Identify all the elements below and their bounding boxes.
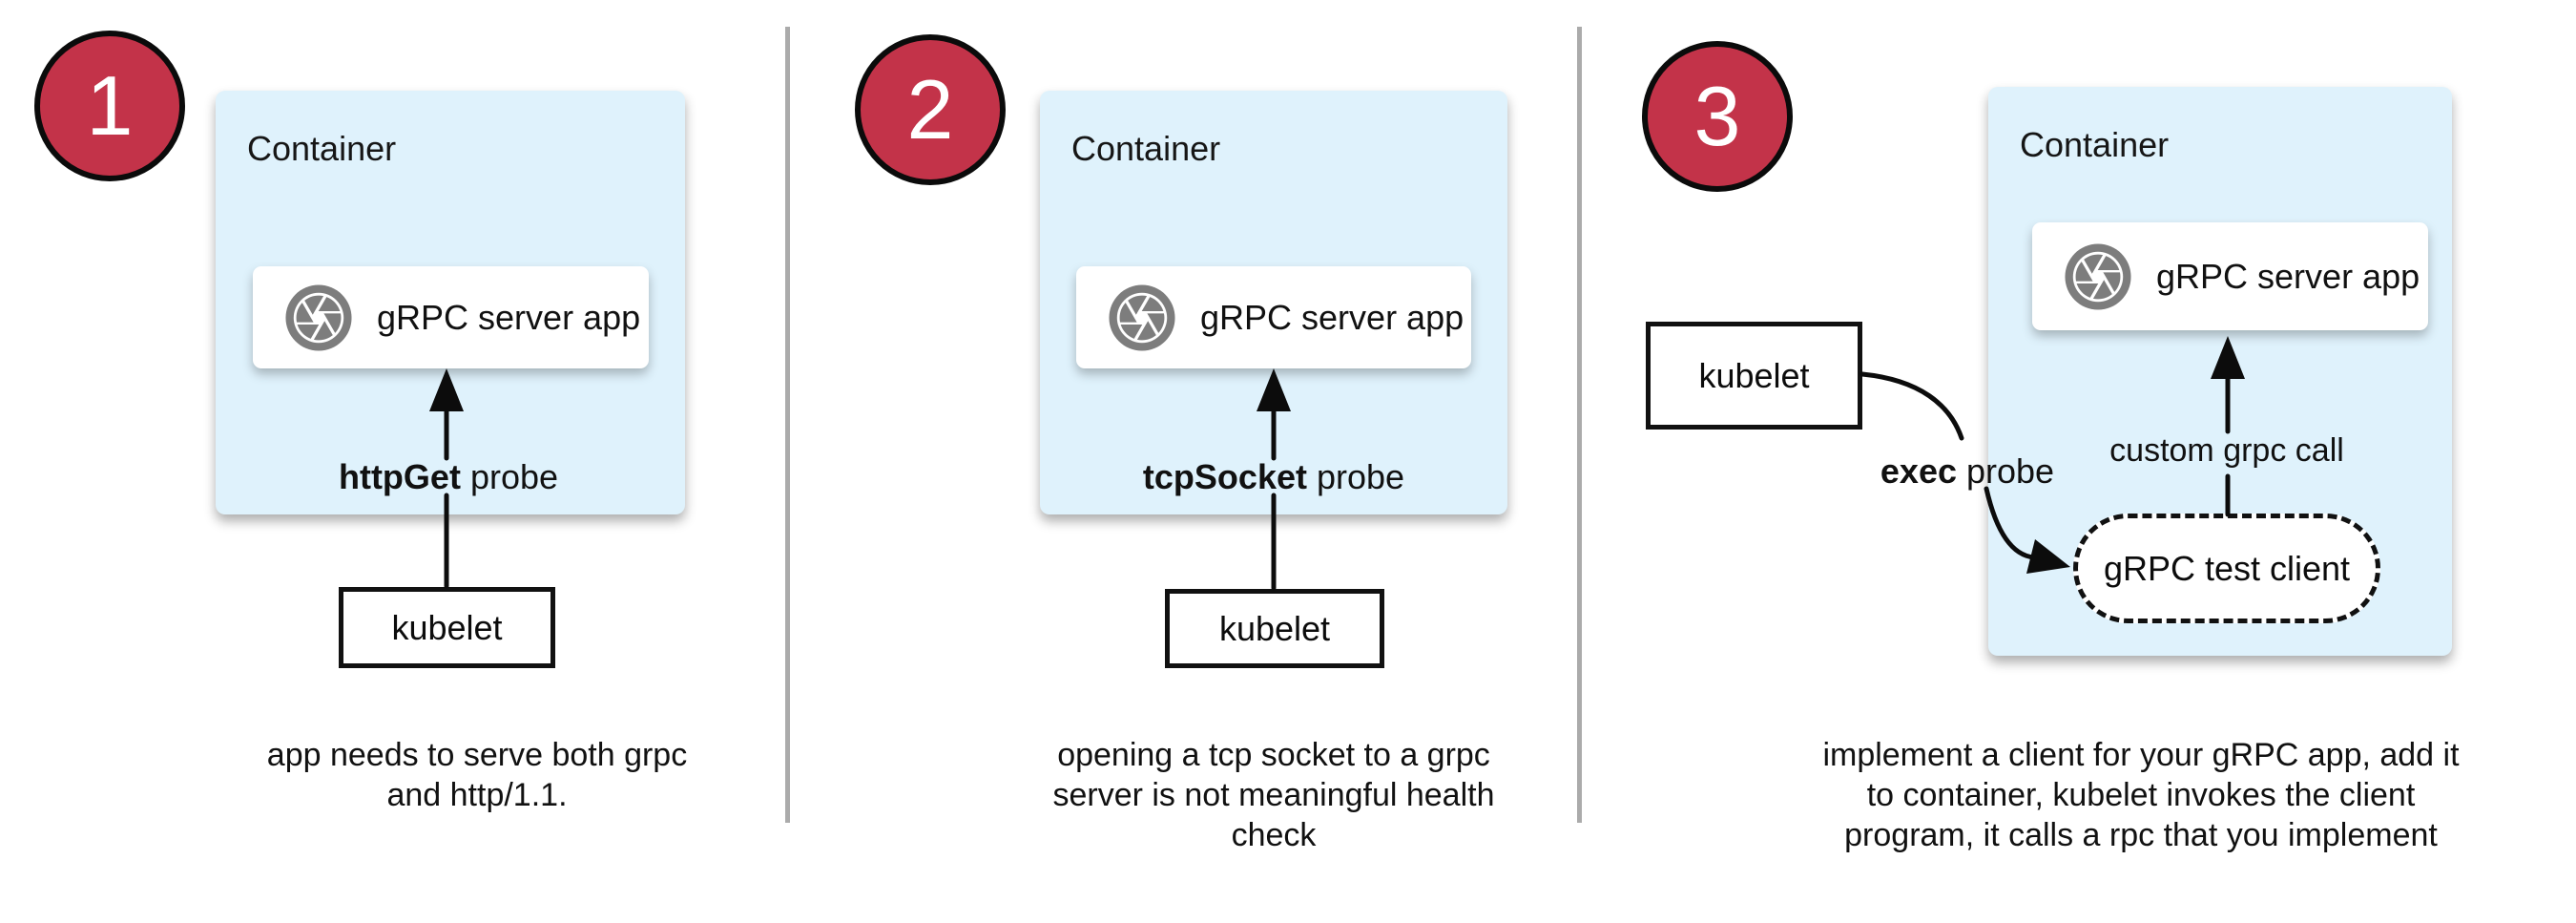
probe-type: httpGet (338, 457, 461, 496)
step-number: 2 (906, 62, 954, 157)
kubelet-box-2: kubelet (1165, 589, 1384, 668)
aperture-icon (1109, 283, 1175, 351)
kubelet-label: kubelet (1698, 355, 1810, 395)
kubelet-label: kubelet (1218, 608, 1331, 648)
grpc-server-app-box-3: gRPC server app (2032, 222, 2428, 330)
step-badge-2: 2 (855, 34, 1006, 185)
probe-word: probe (1306, 457, 1405, 496)
caption-1: app needs to serve both grpc and http/1.… (266, 737, 688, 813)
probe-word: probe (1957, 451, 2055, 491)
probe-label-3: exec probe (1776, 451, 2158, 492)
caption-3: implement a client for your gRPC app, ad… (1822, 737, 2460, 853)
panel-divider (785, 27, 790, 823)
grpc-server-app-label: gRPC server app (377, 297, 641, 337)
probe-label-1: httpGet probe (258, 457, 639, 497)
grpc-server-app-box-1: gRPC server app (253, 266, 649, 368)
step-number: 3 (1693, 69, 1741, 163)
grpc-test-client-label: gRPC test client (2103, 548, 2351, 588)
kubelet-label: kubelet (391, 607, 503, 647)
kubelet-box-3: kubelet (1646, 322, 1862, 430)
container-label: Container (247, 129, 397, 168)
grpc-server-app-label: gRPC server app (1200, 297, 1465, 337)
probe-label-2: tcpSocket probe (1083, 457, 1465, 497)
custom-grpc-call-label: custom grpc call (2109, 432, 2344, 469)
probe-type: tcpSocket (1142, 457, 1307, 496)
container-label: Container (1071, 129, 1221, 168)
grpc-test-client-stadium: gRPC test client (2073, 514, 2380, 623)
step-number: 1 (86, 58, 134, 153)
aperture-icon (2065, 242, 2131, 310)
aperture-icon (285, 283, 352, 351)
grpc-server-app-box-2: gRPC server app (1076, 266, 1471, 368)
grpc-server-app-label: gRPC server app (2156, 256, 2420, 296)
step-badge-1: 1 (34, 31, 185, 181)
probe-type: exec (1880, 451, 1957, 491)
caption-2: opening a tcp socket to a grpc server is… (1052, 737, 1495, 853)
probe-word: probe (460, 457, 559, 496)
panel-divider (1577, 27, 1582, 823)
exec-probe-curve-upper (1859, 371, 1964, 441)
container-label: Container (2020, 125, 2170, 164)
kubelet-box-1: kubelet (339, 587, 555, 668)
step-badge-3: 3 (1642, 41, 1793, 192)
